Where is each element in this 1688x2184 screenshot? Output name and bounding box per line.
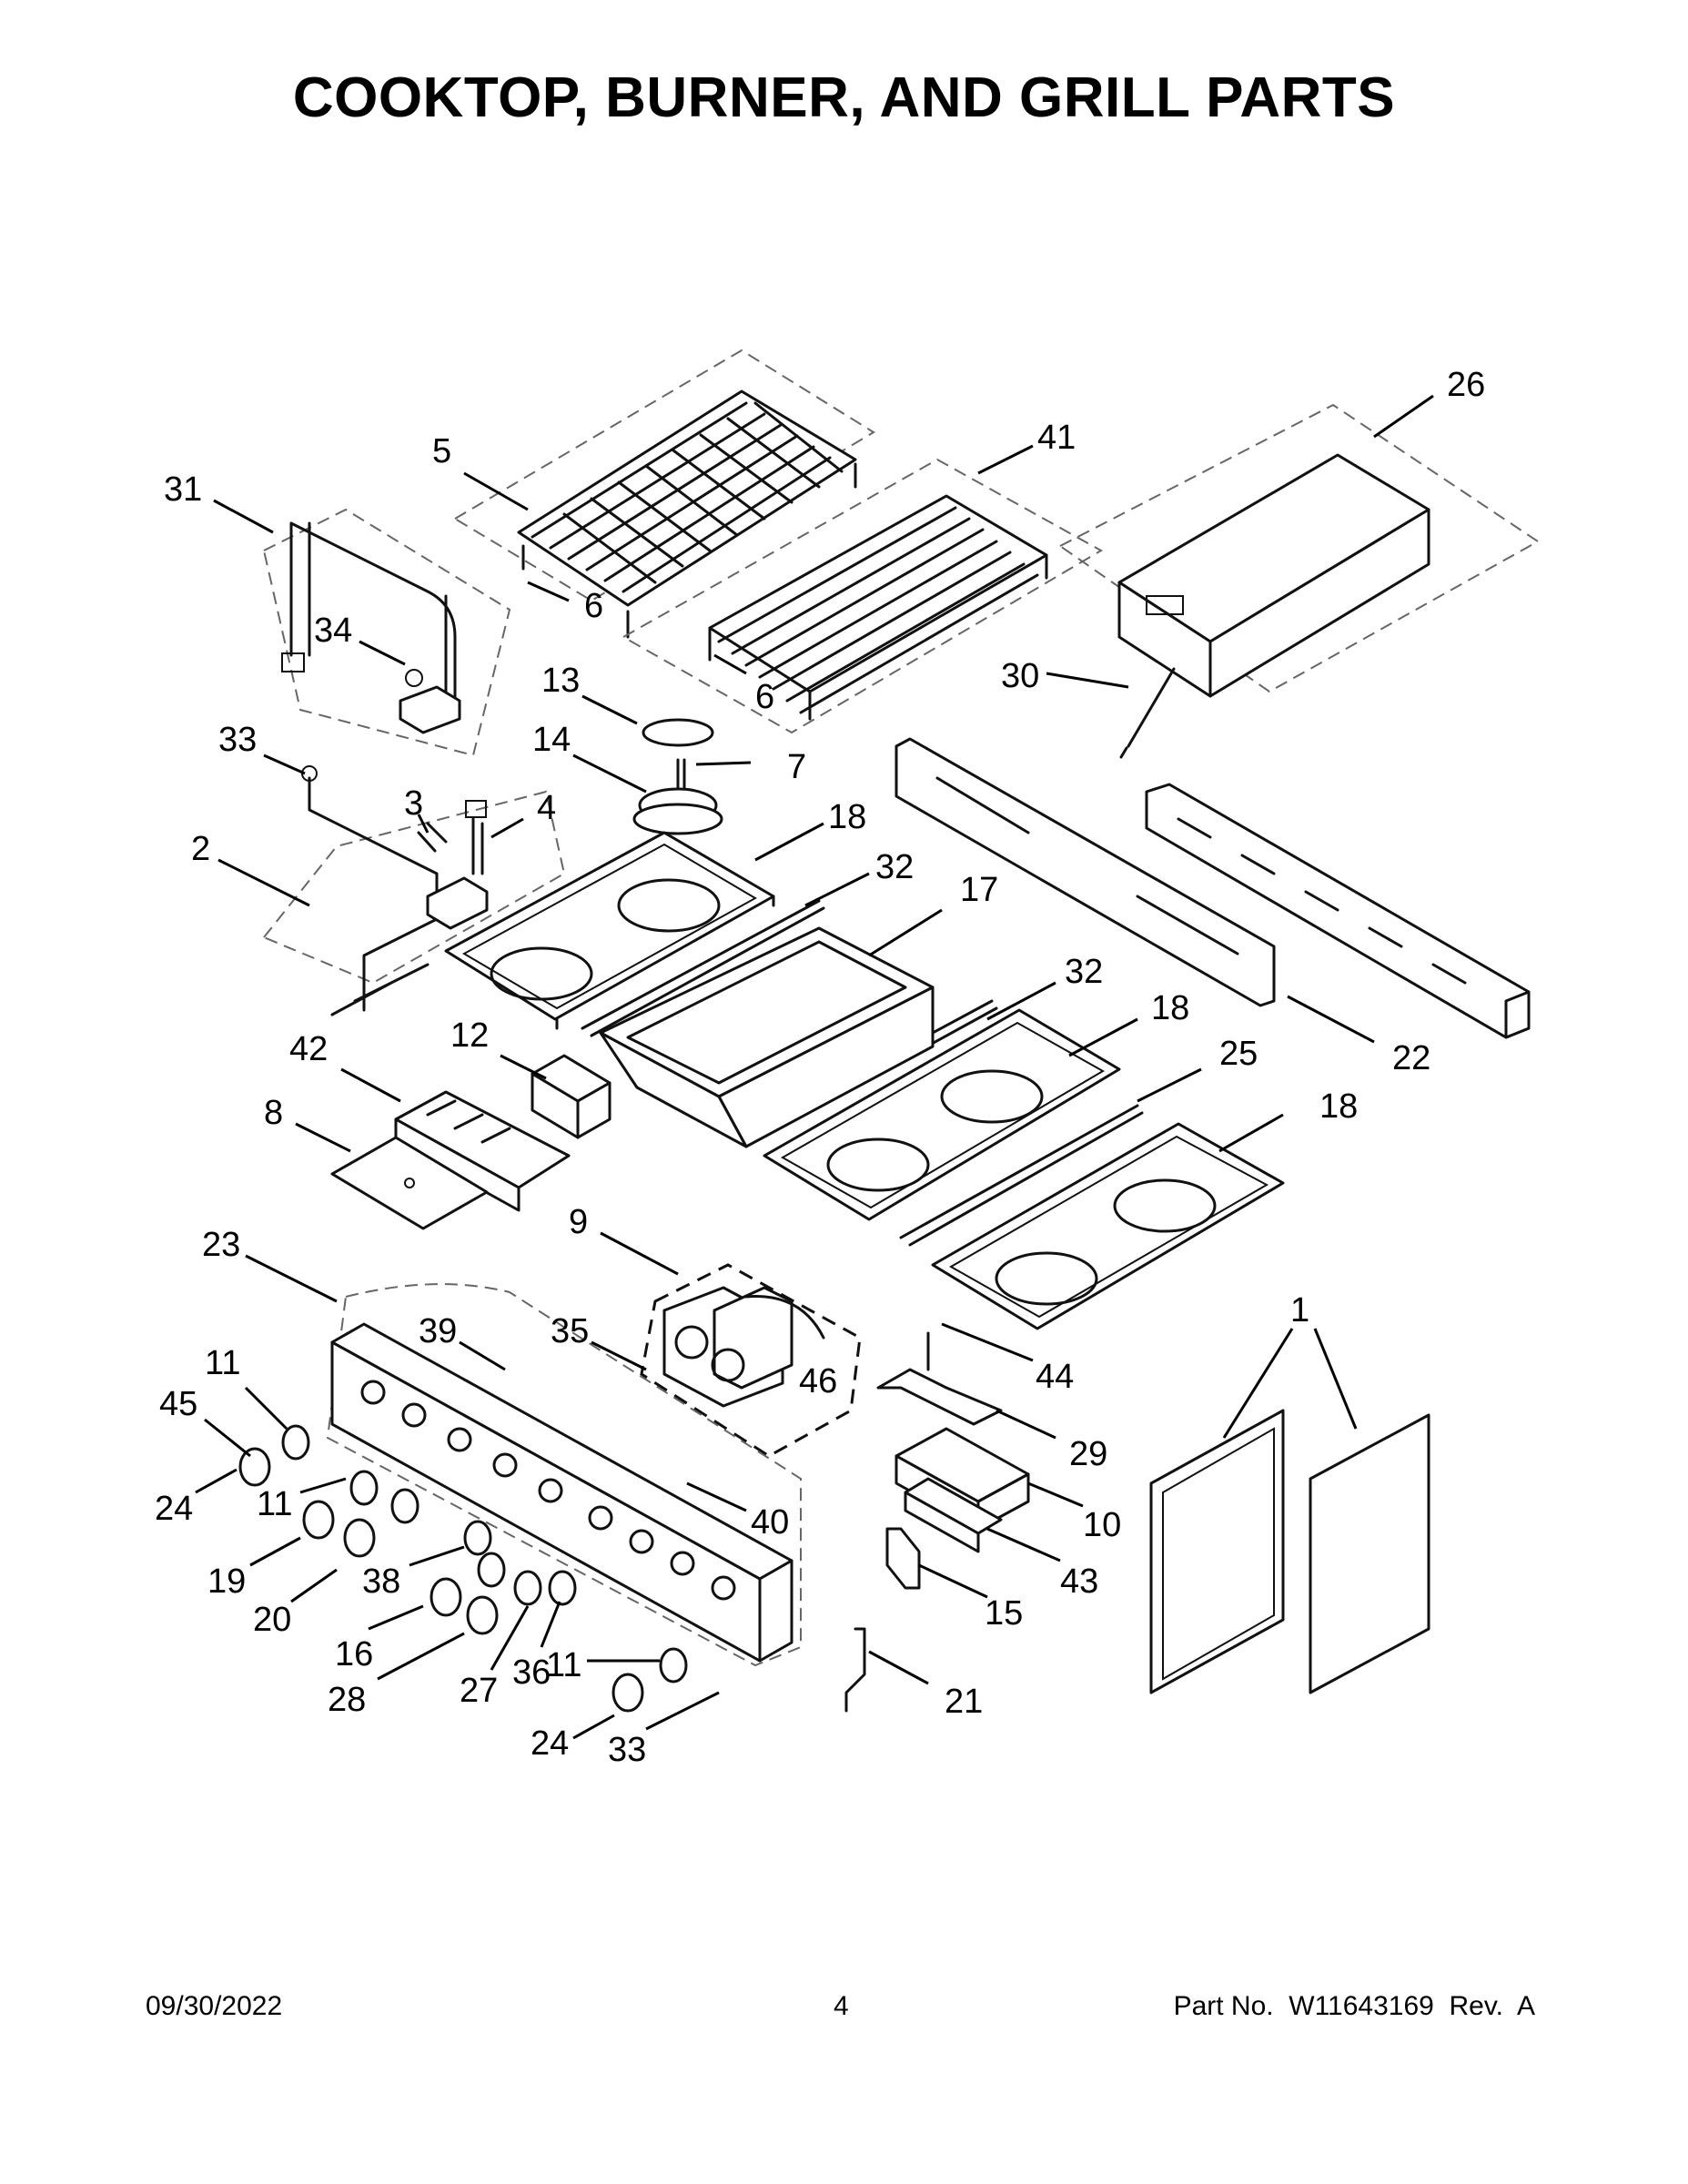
callout-9: 9 <box>569 1203 588 1241</box>
callout-19: 19 <box>207 1562 246 1601</box>
part-8-insulation-plate <box>330 1136 489 1230</box>
callout-42: 42 <box>289 1030 328 1068</box>
callout-45: 45 <box>159 1385 197 1423</box>
callout-31: 31 <box>164 470 202 509</box>
callout-24a: 24 <box>155 1490 193 1528</box>
callout-46: 46 <box>799 1362 837 1400</box>
callout-6b: 6 <box>755 678 774 716</box>
callout-11c: 11 <box>546 1646 581 1684</box>
callout-15: 15 <box>985 1594 1023 1633</box>
callout-41: 41 <box>1037 419 1076 457</box>
callout-17: 17 <box>960 871 998 909</box>
callout-40: 40 <box>751 1503 789 1542</box>
callout-14: 14 <box>532 721 571 759</box>
part-23-control-panel <box>326 1283 802 1667</box>
callout-4: 4 <box>537 789 556 827</box>
knobs-and-bezels <box>238 1424 688 1713</box>
footer-date: 09/30/2022 <box>146 1991 283 2021</box>
callout-3: 3 <box>404 784 423 823</box>
callout-33a: 33 <box>218 721 257 759</box>
callout-16: 16 <box>335 1635 373 1673</box>
part-12-connector-board <box>531 1054 612 1139</box>
callout-32a: 32 <box>875 848 914 886</box>
part-2-valve-manifold <box>262 765 566 1016</box>
callout-18b: 18 <box>1151 989 1189 1027</box>
callout-23: 23 <box>202 1226 240 1264</box>
callout-32b: 32 <box>1065 953 1103 991</box>
callout-10: 10 <box>1083 1506 1121 1544</box>
callout-leaders <box>195 394 1434 1740</box>
callout-13: 13 <box>541 662 580 700</box>
callout-22: 22 <box>1392 1039 1430 1077</box>
callout-20: 20 <box>253 1601 291 1639</box>
callout-27: 27 <box>460 1672 498 1710</box>
callout-43: 43 <box>1060 1562 1098 1601</box>
callout-18c: 18 <box>1319 1087 1358 1126</box>
part-22-rear-panel <box>895 737 1276 1007</box>
callout-labels: 26 5 41 31 6 34 6 30 13 33 14 7 3 4 18 2… <box>155 366 1485 1769</box>
callout-2: 2 <box>191 830 210 868</box>
callout-7: 7 <box>787 748 806 786</box>
callout-11a: 11 <box>205 1344 240 1382</box>
part-43-control-board <box>904 1477 1003 1553</box>
part-9-control-module <box>640 1263 862 1458</box>
part-18-burner-pan-right <box>931 1122 1285 1330</box>
callout-38: 38 <box>362 1562 400 1601</box>
callout-29: 29 <box>1069 1435 1107 1473</box>
part-41-grill-grate <box>621 458 1104 734</box>
callout-12: 12 <box>450 1016 489 1055</box>
callout-11b: 11 <box>257 1485 292 1523</box>
callout-25: 25 <box>1219 1035 1258 1073</box>
callout-44: 44 <box>1036 1358 1074 1396</box>
part-21-bracket <box>844 1627 866 1713</box>
part-13-14-burner-cap <box>632 718 723 835</box>
part-31-gas-tube <box>262 508 511 757</box>
callout-28: 28 <box>328 1681 366 1719</box>
part-29-bracket <box>876 1331 1003 1426</box>
part-18-burner-pan-left <box>444 831 775 1030</box>
callout-1: 1 <box>1290 1291 1309 1330</box>
callout-39: 39 <box>419 1312 457 1350</box>
footer-part-number: Part No. W11643169 Rev. A <box>1173 1991 1535 2021</box>
callout-5: 5 <box>432 432 451 470</box>
callout-18a: 18 <box>828 798 866 836</box>
callout-35: 35 <box>551 1312 589 1350</box>
callout-8: 8 <box>264 1094 283 1132</box>
part-5-burner-grates <box>453 349 875 639</box>
part-17-burner-box <box>599 926 935 1148</box>
part-15-bracket <box>885 1527 921 1590</box>
part-1-side-panels <box>1149 1409 1430 1694</box>
callout-33b: 33 <box>608 1731 646 1769</box>
callout-34: 34 <box>314 612 352 650</box>
footer-page-number: 4 <box>834 1991 849 2021</box>
page-title: COOKTOP, BURNER, AND GRILL PARTS <box>292 66 1396 129</box>
callout-21: 21 <box>945 1683 983 1721</box>
callout-24b: 24 <box>531 1724 569 1763</box>
callout-36: 36 <box>512 1653 551 1692</box>
part-26-griddle <box>1058 403 1540 759</box>
part-18-burner-pan-middle <box>763 1008 1121 1221</box>
part-37-rear-trim <box>1145 783 1531 1039</box>
part-42-electronics-box <box>394 1090 571 1212</box>
callout-6a: 6 <box>584 587 603 625</box>
callout-30: 30 <box>1001 657 1039 695</box>
callout-26: 26 <box>1447 366 1485 404</box>
